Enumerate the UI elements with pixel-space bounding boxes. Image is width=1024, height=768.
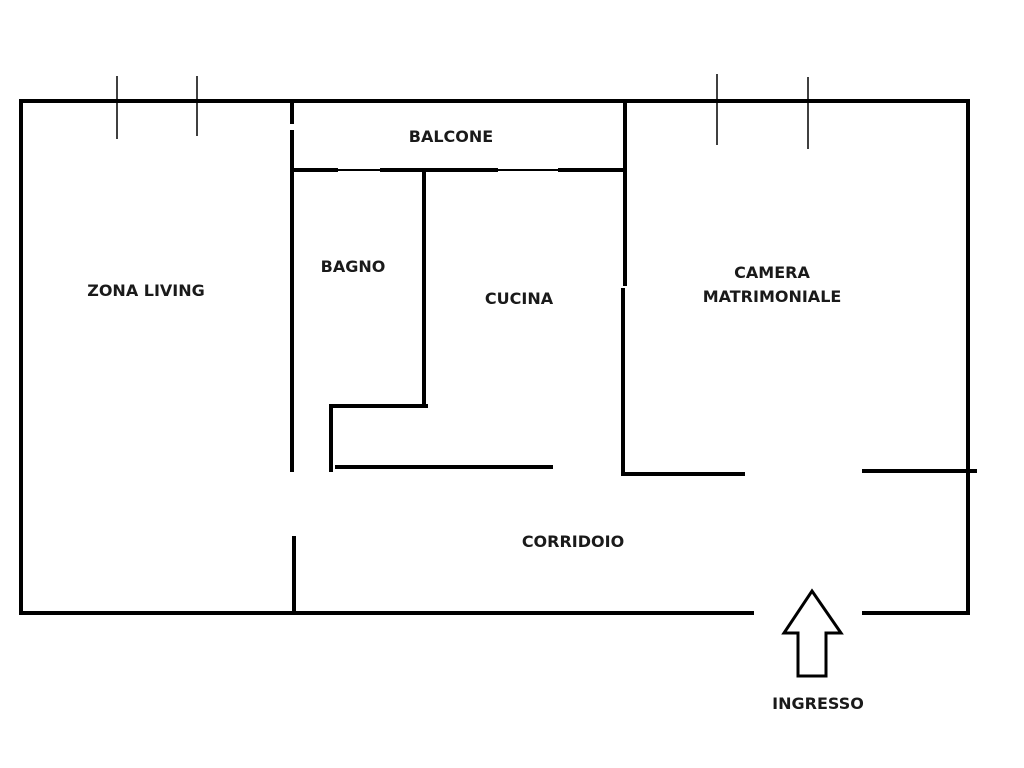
label-corridoio: CORRIDOIO — [522, 532, 624, 551]
label-camera-line2: MATRIMONIALE — [703, 287, 842, 306]
label-ingresso: INGRESSO — [772, 694, 864, 713]
balcone-walls — [290, 99, 627, 172]
label-cucina: CUCINA — [485, 289, 554, 308]
up-arrow-icon — [781, 588, 844, 678]
windows — [116, 74, 809, 149]
label-camera-line1: CAMERA — [734, 263, 810, 282]
room-labels: ZONA LIVING BALCONE BAGNO CUCINA CAMERA … — [87, 127, 864, 713]
outer-walls — [19, 99, 970, 615]
label-balcone: BALCONE — [409, 127, 493, 146]
label-zona-living: ZONA LIVING — [87, 281, 205, 300]
label-bagno: BAGNO — [321, 257, 386, 276]
interior-walls — [290, 168, 977, 615]
